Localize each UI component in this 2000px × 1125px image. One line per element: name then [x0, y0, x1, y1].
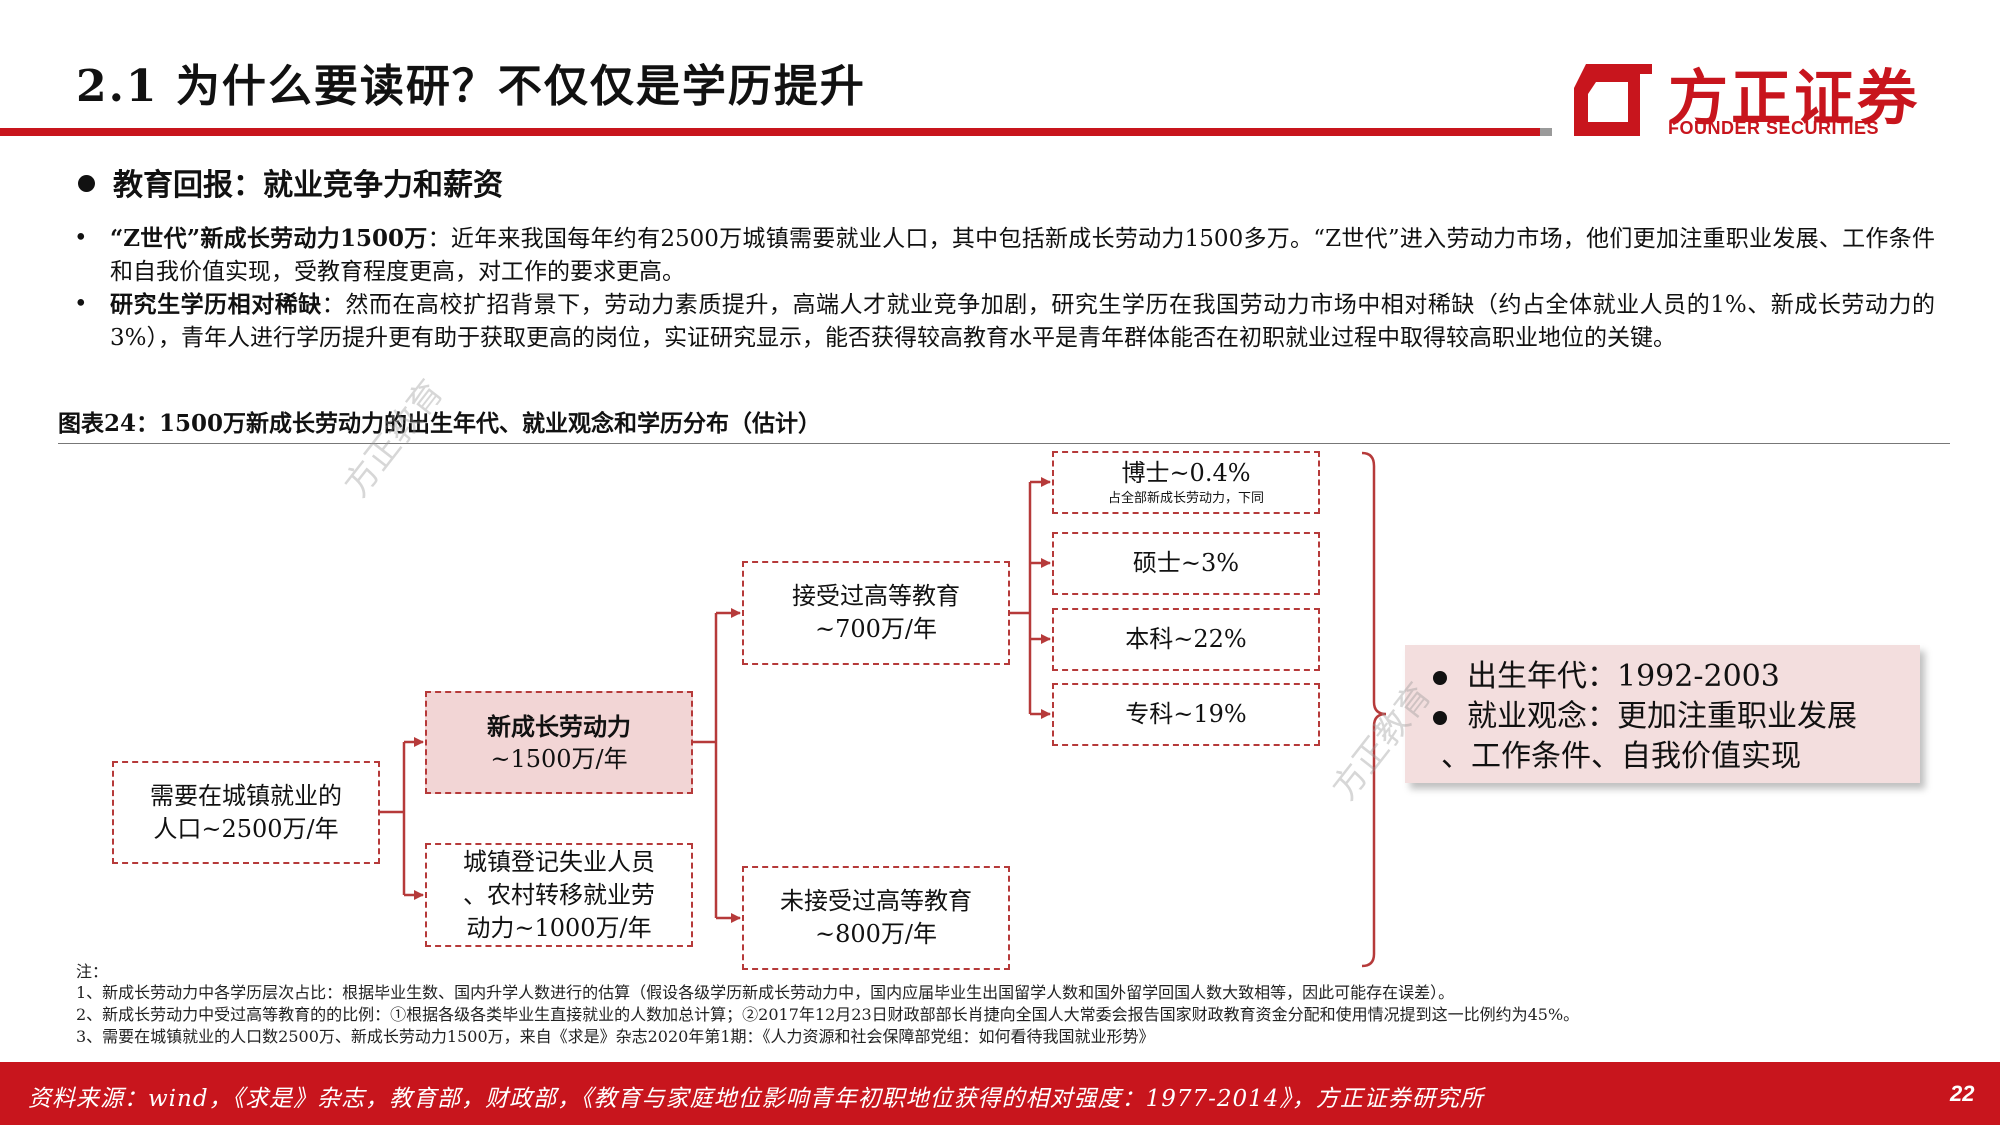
phd-box: 博士~0.4% 占全部新成长劳动力，下同: [1052, 451, 1320, 514]
college-box: 专科~19%: [1052, 683, 1320, 746]
figure-caption: 图表24：1500万新成长劳动力的出生年代、就业观念和学历分布（估计）: [58, 410, 822, 437]
box-line: 接受过高等教育: [792, 582, 960, 610]
bullet-dot: •: [74, 225, 88, 251]
title-rule: [0, 128, 1540, 136]
bullet-paragraph: • “Z世代”新成长劳动力1500万：近年来我国每年约有2500万城镇需要就业人口…: [74, 222, 1935, 289]
bachelor-box: 本科~22%: [1052, 608, 1320, 671]
box-line: 硕士~3%: [1132, 549, 1240, 577]
bullet-paragraph: • 研究生学历相对稀缺：然而在高校扩招背景下，劳动力素质提升，高端人才就业竞争加剧…: [74, 288, 1935, 355]
footer-source: 资料来源：wind，《求是》杂志，教育部，财政部，《教育与家庭地位影响青年初职地…: [28, 1086, 1484, 1112]
box-line: 需要在城镇就业的: [150, 781, 342, 810]
box-line: 新成长劳动力: [487, 711, 631, 741]
note-item: 2、新成长劳动力中受过高等教育的的比例：①根据各级各类毕业生直接就业的人数加总计…: [76, 1005, 1580, 1024]
paragraph-text: ：近年来我国每年约有2500万城镇需要就业人口，其中包括新成长劳动力1500多万…: [110, 226, 1935, 285]
info-item: 就业观念：更加注重职业发展: [1427, 697, 1920, 737]
info-item-continued: 、工作条件、自我价值实现: [1427, 737, 1920, 777]
section-heading: 教育回报：就业竞争力和薪资: [78, 160, 503, 204]
caption-rule: [58, 443, 1950, 444]
right-brace: [1361, 451, 1387, 968]
box-line: 未接受过高等教育: [780, 887, 972, 915]
new-labor-box: 新成长劳动力 ~1500万/年: [425, 691, 693, 794]
box-line: ~1500万/年: [490, 744, 628, 773]
no-higher-education-box: 未接受过高等教育 ~800万/年: [742, 866, 1010, 970]
page-title: 2.1 为什么要读研？不仅仅是学历提升: [76, 61, 866, 112]
bullet-dot: •: [74, 291, 88, 317]
note-heading: 注：: [76, 962, 109, 981]
paragraph-lead: “Z世代”新成长劳动力1500万: [110, 225, 428, 252]
footer-band: [0, 1062, 2000, 1125]
higher-education-box: 接受过高等教育 ~700万/年: [742, 561, 1010, 665]
bullet-dot: [78, 175, 95, 192]
box-line: 动力~1000万/年: [466, 913, 652, 942]
box-line: 专科~19%: [1125, 700, 1247, 728]
paragraph-text: ：然而在高校扩招背景下，劳动力素质提升，高端人才就业竞争加剧，研究生学历在我国劳…: [110, 292, 1935, 351]
info-box: 出生年代：1992-2003 就业观念：更加注重职业发展 、工作条件、自我价值实…: [1405, 645, 1920, 783]
info-text: 、工作条件、自我价值实现: [1441, 739, 1801, 774]
title-rule-accent: [1540, 128, 1552, 136]
info-text: 出生年代：1992-2003: [1467, 659, 1780, 694]
logo-text-en: FOUNDER SECURITIES: [1668, 118, 1880, 138]
founder-logo-icon: [1574, 64, 1652, 136]
box-line: 、农村转移就业劳: [463, 880, 655, 909]
bullet-dot: [1433, 711, 1447, 725]
box-line: 本科~22%: [1125, 625, 1247, 653]
box-line: 博士~0.4%: [1121, 459, 1251, 487]
page-number: 22: [1950, 1081, 1975, 1106]
info-text: 就业观念：更加注重职业发展: [1467, 699, 1857, 734]
urban-employment-box: 需要在城镇就业的 人口~2500万/年: [112, 761, 380, 864]
note-item: 3、需要在城镇就业的人口数2500万、新成长劳动力1500万，来自《求是》杂志2…: [76, 1027, 1155, 1046]
master-box: 硕士~3%: [1052, 532, 1320, 595]
box-note: 占全部新成长劳动力，下同: [1107, 491, 1264, 506]
box-line: 城镇登记失业人员: [463, 847, 655, 876]
paragraph-lead: 研究生学历相对稀缺: [110, 291, 322, 318]
note-item: 1、新成长劳动力中各学历层次占比：根据毕业生数、国内升学人数进行的估算（假设各级…: [76, 983, 1455, 1002]
box-line: ~800万/年: [814, 920, 937, 948]
unemployed-box: 城镇登记失业人员 、农村转移就业劳 动力~1000万/年: [425, 843, 693, 947]
bullet-dot: [1433, 671, 1447, 685]
section-heading-text: 教育回报：就业竞争力和薪资: [113, 168, 503, 203]
box-line: 人口~2500万/年: [153, 814, 339, 843]
logo-text-cn: 方正证券: [1668, 64, 1920, 134]
info-item: 出生年代：1992-2003: [1427, 657, 1920, 697]
box-line: ~700万/年: [814, 615, 937, 643]
